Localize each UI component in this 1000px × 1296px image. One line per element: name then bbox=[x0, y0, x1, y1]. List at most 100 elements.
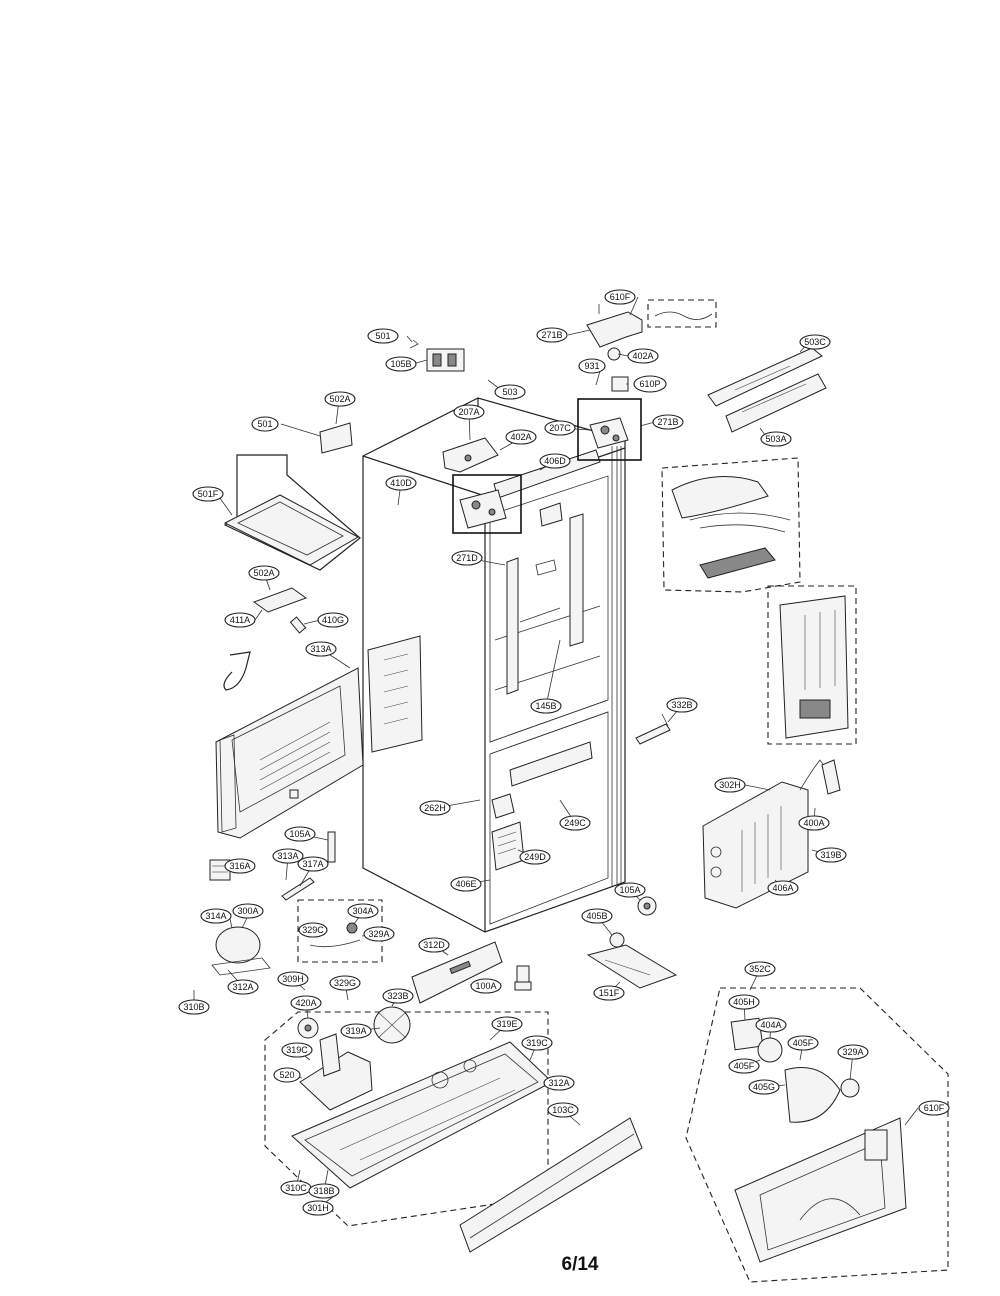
svg-text:329G: 329G bbox=[334, 978, 356, 988]
callout-352C: 352C bbox=[744, 961, 776, 977]
bracket-332b bbox=[635, 713, 671, 745]
callout-406A: 406A bbox=[767, 880, 799, 896]
callout-502A-top: 502A bbox=[324, 391, 356, 407]
shelf-tray bbox=[223, 454, 361, 571]
callout-502A: 502A bbox=[248, 565, 280, 581]
callout-271D: 271D bbox=[451, 550, 483, 566]
svg-text:319C: 319C bbox=[526, 1038, 548, 1048]
damper-fan bbox=[637, 896, 657, 916]
callout-503A: 503A bbox=[760, 431, 792, 447]
callout-313A: 313A bbox=[305, 641, 337, 657]
callout-410D: 410D bbox=[385, 475, 417, 491]
svg-text:103C: 103C bbox=[552, 1105, 574, 1115]
callout-405G: 405G bbox=[748, 1079, 780, 1095]
svg-text:262H: 262H bbox=[424, 803, 446, 813]
page-number: 6/14 bbox=[561, 1254, 599, 1275]
svg-text:402A: 402A bbox=[510, 432, 531, 442]
leveling-leg bbox=[514, 965, 532, 991]
svg-text:411A: 411A bbox=[230, 615, 250, 625]
svg-text:931: 931 bbox=[584, 361, 599, 371]
svg-text:405F: 405F bbox=[793, 1038, 814, 1048]
svg-text:302H: 302H bbox=[719, 780, 741, 790]
callout-501-mid: 501 bbox=[251, 416, 279, 432]
callout-309H: 309H bbox=[277, 971, 309, 987]
svg-text:312A: 312A bbox=[232, 982, 253, 992]
svg-text:405F: 405F bbox=[734, 1061, 755, 1071]
duct-cover-group bbox=[661, 457, 801, 593]
svg-text:309H: 309H bbox=[282, 974, 304, 984]
callout-332B: 332B bbox=[666, 697, 698, 713]
callout-310C: 310C bbox=[280, 1180, 312, 1196]
power-cord bbox=[223, 651, 251, 691]
callout-302H: 302H bbox=[714, 777, 746, 793]
svg-text:319A: 319A bbox=[345, 1026, 366, 1036]
svg-text:503A: 503A bbox=[765, 434, 786, 444]
svg-text:105B: 105B bbox=[390, 359, 411, 369]
svg-text:502A: 502A bbox=[329, 394, 350, 404]
svg-text:105A: 105A bbox=[619, 885, 640, 895]
callout-319E: 319E bbox=[491, 1016, 523, 1032]
svg-text:323B: 323B bbox=[387, 991, 408, 1001]
callout-610F: 610F bbox=[604, 289, 636, 305]
svg-text:406D: 406D bbox=[544, 456, 566, 466]
hinge-detail-box-middle bbox=[452, 474, 522, 534]
callout-319C: 319C bbox=[281, 1042, 313, 1058]
hinge-middle bbox=[459, 489, 507, 529]
callout-249C: 249C bbox=[559, 815, 591, 831]
svg-text:271B: 271B bbox=[657, 417, 678, 427]
callout-420A: 420A bbox=[290, 995, 322, 1011]
svg-text:329A: 329A bbox=[842, 1047, 863, 1057]
svg-text:207C: 207C bbox=[549, 423, 571, 433]
callout-105A-mid: 105A bbox=[614, 882, 646, 898]
fan-motor bbox=[297, 1017, 319, 1039]
callout-312A: 312A bbox=[227, 979, 259, 995]
callout-402A: 402A bbox=[627, 348, 659, 364]
callout-329C: 329C bbox=[298, 922, 328, 938]
callout-151F: 151F bbox=[593, 985, 625, 1001]
svg-text:352C: 352C bbox=[749, 964, 771, 974]
callout-103C: 103C bbox=[547, 1102, 579, 1118]
hinge-top-right bbox=[589, 417, 629, 449]
callout-411A: 411A bbox=[224, 612, 256, 628]
svg-text:319E: 319E bbox=[496, 1019, 517, 1029]
control-display-top bbox=[409, 339, 465, 372]
callout-503C: 503C bbox=[799, 334, 831, 350]
svg-text:145B: 145B bbox=[535, 701, 556, 711]
callout-402A: 402A bbox=[505, 429, 537, 445]
callout-319B: 319B bbox=[815, 847, 847, 863]
callout-329A: 329A bbox=[363, 926, 395, 942]
callout-319A: 319A bbox=[340, 1023, 372, 1039]
callout-405H: 405H bbox=[728, 994, 760, 1010]
label-plate bbox=[367, 635, 423, 753]
svg-text:400A: 400A bbox=[803, 818, 824, 828]
svg-text:406A: 406A bbox=[772, 883, 793, 893]
callout-105A: 105A bbox=[284, 826, 316, 842]
svg-text:410D: 410D bbox=[390, 478, 412, 488]
callout-313A-low: 313A bbox=[272, 848, 304, 864]
callout-501: 501 bbox=[367, 328, 399, 344]
machine-compartment-cover bbox=[215, 667, 364, 839]
callout-610P: 610P bbox=[633, 375, 667, 393]
callout-329G: 329G bbox=[329, 975, 361, 991]
duct-cover bbox=[671, 476, 791, 579]
callout-319C-right: 319C bbox=[521, 1035, 553, 1051]
callout-317A: 317A bbox=[297, 856, 329, 872]
callout-304A: 304A bbox=[347, 903, 379, 919]
svg-text:405B: 405B bbox=[586, 911, 607, 921]
svg-text:310B: 310B bbox=[183, 1002, 204, 1012]
callout-100A: 100A bbox=[470, 978, 502, 994]
svg-text:520: 520 bbox=[279, 1070, 294, 1080]
svg-text:271D: 271D bbox=[456, 553, 478, 563]
svg-text:402A: 402A bbox=[632, 351, 653, 361]
svg-text:271B: 271B bbox=[541, 330, 562, 340]
callout-520: 520 bbox=[273, 1067, 301, 1083]
svg-text:501: 501 bbox=[375, 331, 390, 341]
svg-text:610P: 610P bbox=[639, 379, 660, 389]
defrost-heater-cover bbox=[586, 932, 678, 989]
evaporator-cover-group bbox=[767, 585, 857, 745]
svg-text:313A: 313A bbox=[310, 644, 331, 654]
callout-318B: 318B bbox=[308, 1183, 340, 1199]
svg-text:249D: 249D bbox=[524, 852, 546, 862]
callout-406E: 406E bbox=[450, 876, 482, 892]
